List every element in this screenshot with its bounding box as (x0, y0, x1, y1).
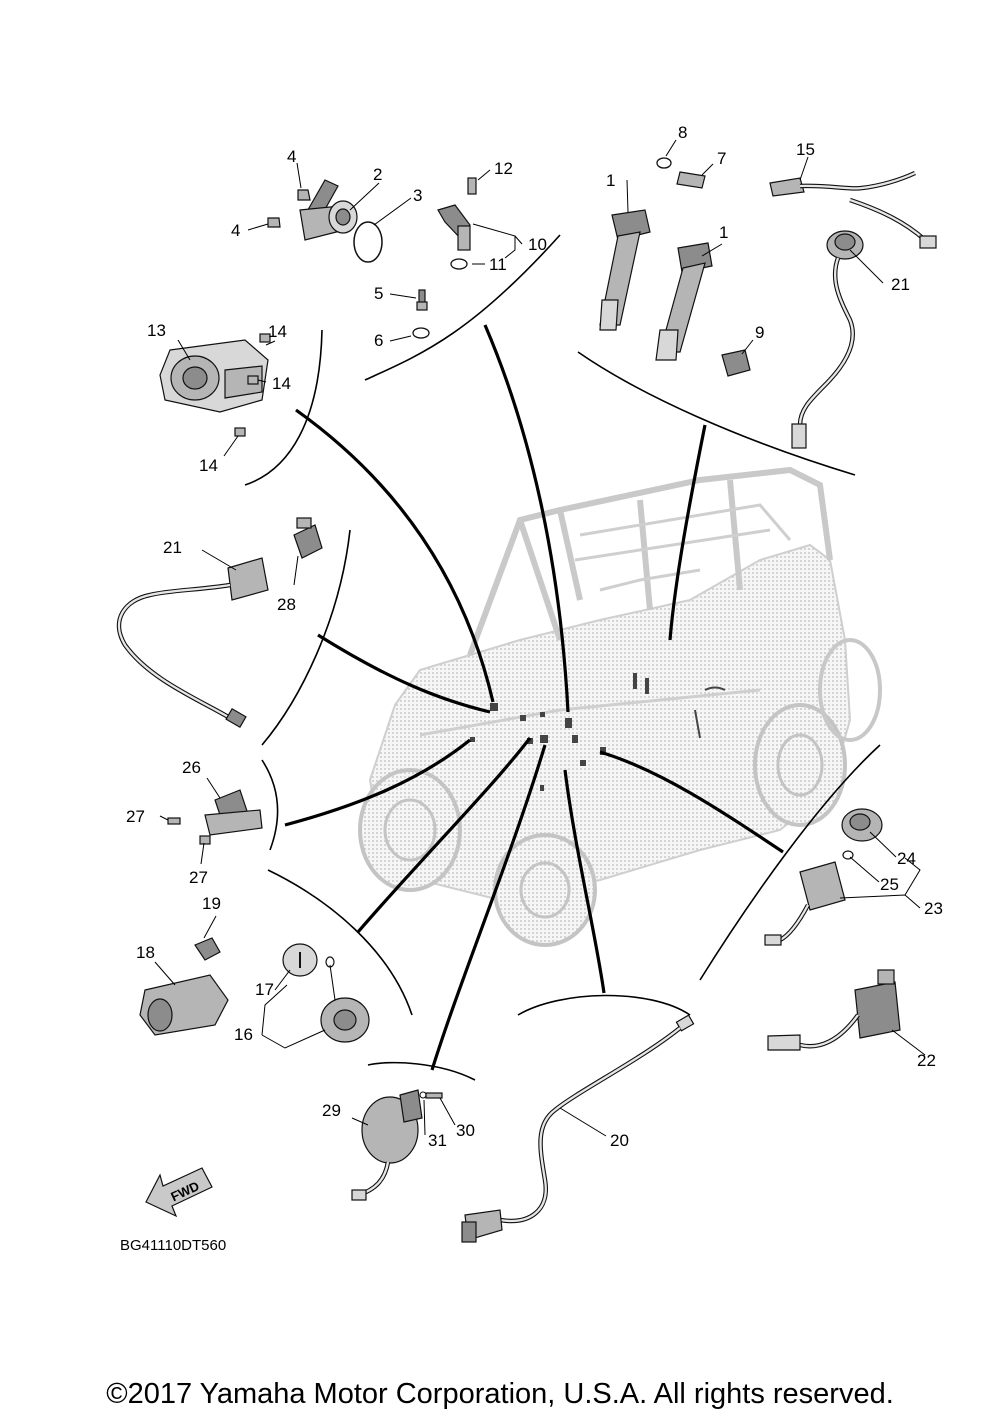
callout-21-b: 21 (163, 538, 182, 557)
part-21-sensor-right (791, 230, 864, 449)
callout-15: 15 (796, 140, 815, 159)
callout-14-c: 14 (199, 456, 218, 475)
callout-14-a: 14 (268, 322, 287, 341)
part-1-ignition-coil-b (655, 242, 713, 361)
part-29-sensor (351, 1089, 423, 1201)
part-12-bolt (467, 177, 477, 195)
part-8-o-ring (656, 157, 672, 169)
part-11-o-ring (450, 258, 468, 270)
vehicle-silhouette (358, 466, 882, 947)
part-24-sensor (841, 808, 883, 842)
callout-7: 7 (717, 149, 726, 168)
callout-25: 25 (880, 875, 899, 894)
callout-21-a: 21 (891, 275, 910, 294)
part-2-sensor (299, 179, 358, 241)
part-5-sensor (416, 289, 428, 311)
callout-31: 31 (428, 1131, 447, 1150)
part-16-switch (320, 956, 370, 1043)
callout-27-b: 27 (189, 868, 208, 887)
callout-23: 23 (924, 899, 943, 918)
part-4-bolts (267, 189, 311, 228)
part-10-crank-sensor (437, 204, 471, 251)
callout-29: 29 (322, 1101, 341, 1120)
callout-4-b: 4 (231, 221, 240, 240)
callout-12: 12 (494, 159, 513, 178)
forward-arrow-icon: FWD (145, 1167, 213, 1218)
callout-6: 6 (374, 331, 383, 350)
part-1-ignition-coil-a (599, 209, 651, 331)
part-9-sensor (721, 349, 751, 377)
part-6-washer (412, 327, 430, 339)
callout-27-a: 27 (126, 807, 145, 826)
callout-2: 2 (373, 165, 382, 184)
callout-3: 3 (413, 186, 422, 205)
part-20-sensor-cable (461, 1014, 695, 1243)
callout-24: 24 (897, 849, 916, 868)
callout-1-a: 1 (606, 171, 615, 190)
connection-lines (284, 324, 784, 1071)
part-15-o2-sensor (769, 170, 937, 249)
part-18-sensor (139, 974, 229, 1036)
group-brackets (244, 234, 881, 1081)
diagram-code: BG41110DT560 (120, 1237, 226, 1254)
part-17-cap (282, 943, 318, 977)
part-3-o-ring (353, 221, 383, 263)
callout-leaders (154, 139, 926, 1137)
part-13-actuator (159, 339, 269, 413)
part-19-gasket (194, 937, 221, 961)
callout-14-b: 14 (272, 374, 291, 393)
part-26-relay (204, 789, 263, 836)
part-22-sensor (767, 969, 901, 1051)
part-28-connector (293, 517, 323, 559)
copyright-notice: ©2017 Yamaha Motor Corporation, U.S.A. A… (106, 1378, 894, 1410)
callout-17: 17 (255, 980, 274, 999)
part-30-31-bolt (419, 1091, 443, 1099)
callout-9: 9 (755, 323, 764, 342)
callout-11: 11 (489, 255, 507, 274)
callout-10: 10 (528, 235, 547, 254)
part-27-bolts (167, 817, 211, 845)
part-7-sensor (676, 171, 706, 189)
callout-18: 18 (136, 943, 155, 962)
callout-19: 19 (202, 894, 221, 913)
callout-1-b: 1 (719, 223, 728, 242)
callout-8: 8 (678, 123, 687, 142)
part-23-sensor-assembly (764, 861, 846, 946)
vehicle-sensor-marks (470, 673, 726, 791)
callout-20: 20 (610, 1131, 629, 1150)
callout-16: 16 (234, 1025, 253, 1044)
callout-26: 26 (182, 758, 201, 777)
callout-22: 22 (917, 1051, 936, 1070)
callout-labels: 1 1 2 3 4 4 5 6 7 8 9 10 11 12 13 14 14 … (126, 123, 943, 1150)
part-21-sensor-left (116, 557, 269, 729)
callout-5: 5 (374, 284, 383, 303)
callout-13: 13 (147, 321, 166, 340)
part-25-o-ring (842, 850, 854, 860)
callout-28: 28 (277, 595, 296, 614)
callout-4-a: 4 (287, 147, 296, 166)
callout-30: 30 (456, 1121, 475, 1140)
